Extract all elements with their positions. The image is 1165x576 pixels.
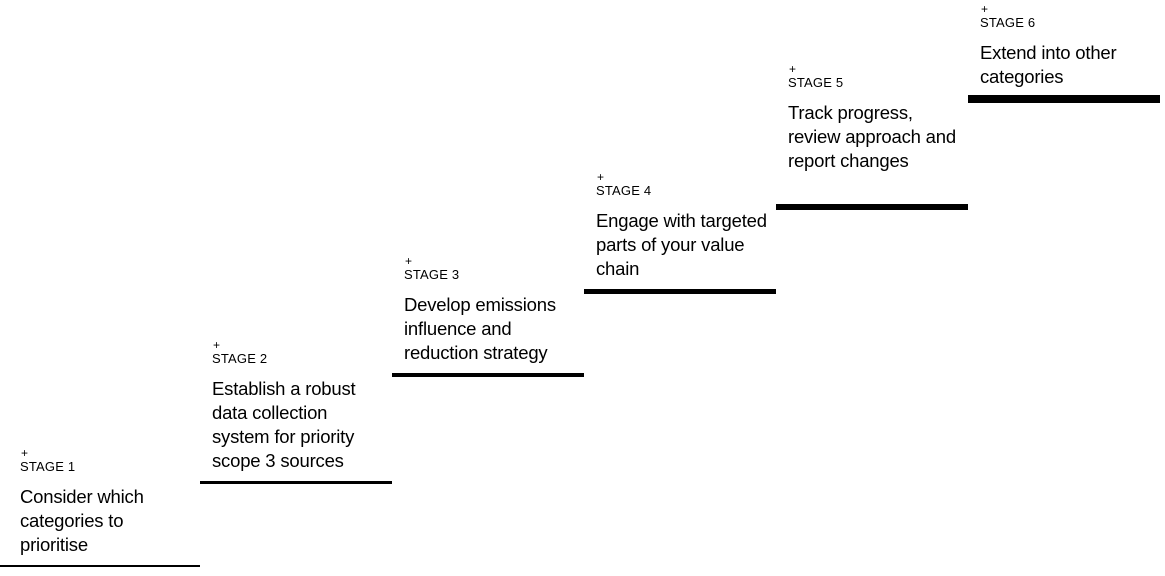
stage-6: + STAGE 6 Extend into other categories: [968, 2, 1165, 103]
step-rule: [776, 204, 968, 210]
stage-5: + STAGE 5 Track progress, review approac…: [776, 62, 980, 210]
stage-title: Consider which categories to prioritise: [20, 486, 144, 555]
stage-label: STAGE 4: [596, 183, 652, 198]
step-rule: [584, 289, 776, 294]
plus-icon: +: [789, 62, 797, 76]
stage-title: Track progress, review approach and repo…: [788, 102, 956, 171]
plus-icon: +: [213, 338, 221, 352]
stage-title: Engage with targeted parts of your value…: [596, 210, 767, 279]
step-rule: [0, 565, 200, 567]
step-rule: [392, 373, 584, 377]
stage-label: STAGE 3: [404, 267, 460, 282]
plus-icon: +: [405, 254, 413, 268]
stage-2: + STAGE 2 Establish a robust data collec…: [200, 338, 404, 484]
stage-3: + STAGE 3 Develop emissions influence an…: [392, 254, 596, 377]
plus-icon: +: [21, 446, 29, 460]
stage-label: STAGE 6: [980, 15, 1036, 30]
step-rule: [200, 481, 392, 484]
stage-1: + STAGE 1 Consider which categories to p…: [0, 446, 212, 567]
stage-title: Develop emissions influence and reductio…: [404, 294, 556, 363]
stage-4: + STAGE 4 Engage with targeted parts of …: [584, 170, 788, 294]
step-rule: [968, 95, 1160, 103]
stage-label: STAGE 2: [212, 351, 268, 366]
stage-title: Establish a robust data collection syste…: [212, 378, 356, 471]
stage-label: STAGE 5: [788, 75, 844, 90]
plus-icon: +: [597, 170, 605, 184]
stage-title: Extend into other categories: [980, 42, 1117, 87]
plus-icon: +: [981, 2, 989, 16]
stage-label: STAGE 1: [20, 459, 76, 474]
